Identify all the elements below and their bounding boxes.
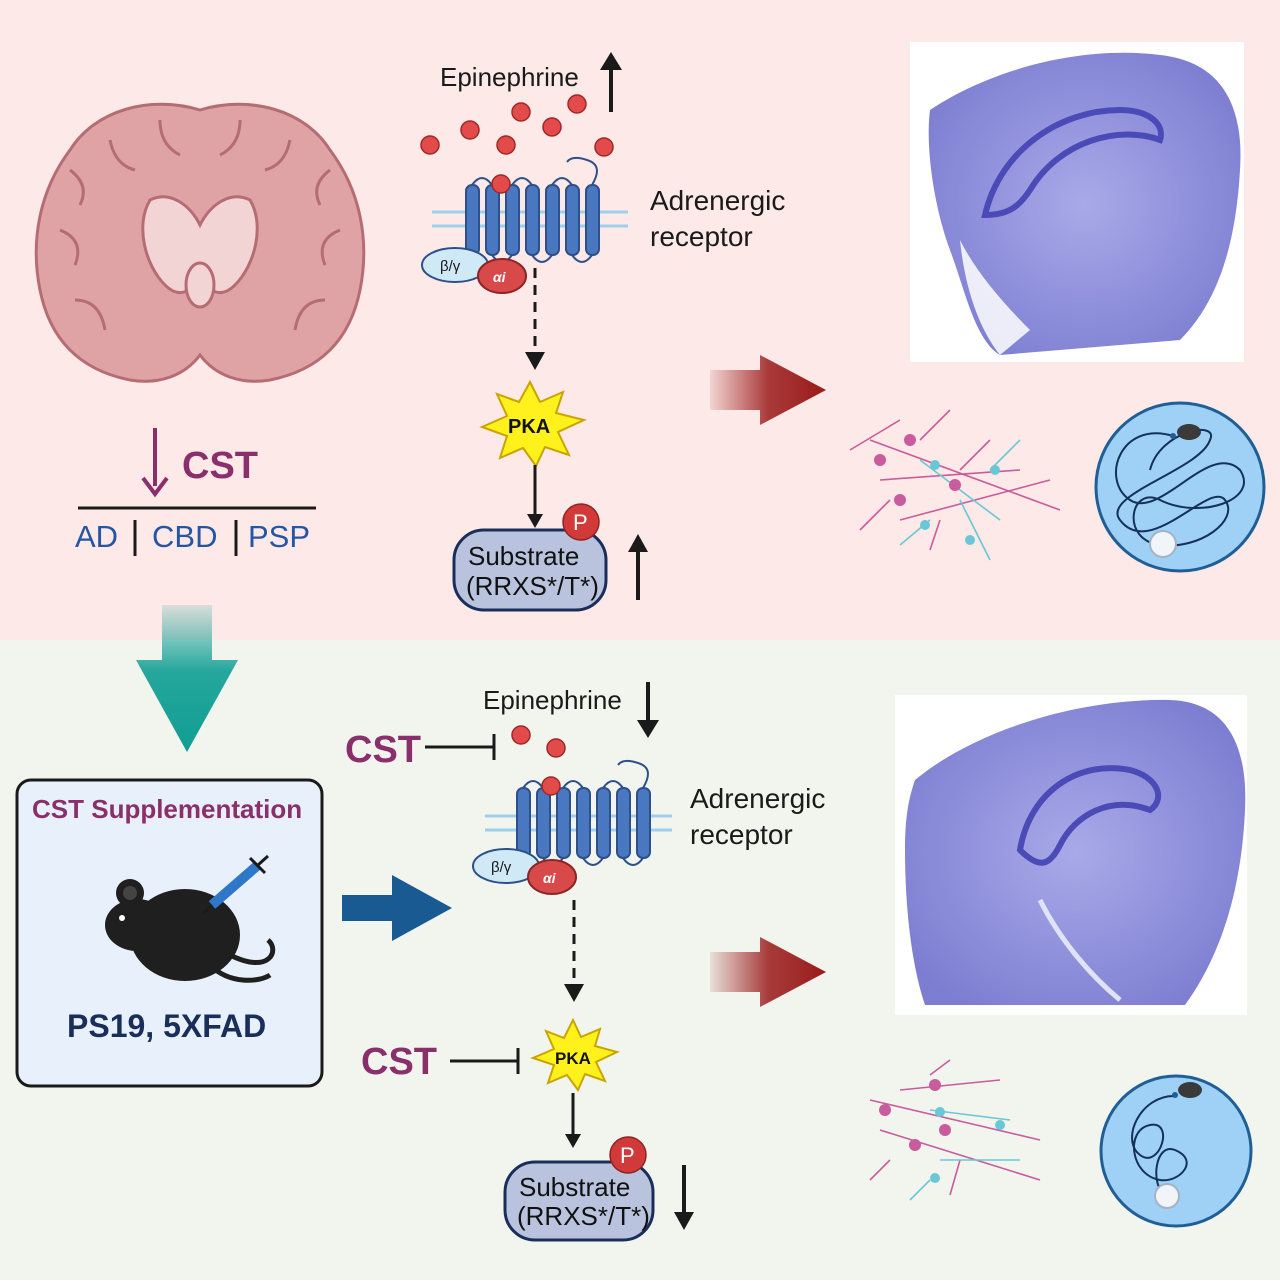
dashed-arrowhead-top — [525, 352, 545, 370]
phospho-badge-bottom — [609, 1136, 647, 1174]
epinephrine-label-top: Epinephrine — [440, 62, 579, 92]
epinephrine-molecules-bottom — [511, 725, 566, 758]
substrate-down-arrowhead — [674, 1212, 694, 1230]
cst-inhibitor-label-2: CST — [361, 1041, 437, 1083]
disease-ad: AD — [75, 519, 118, 554]
receptor-label-bottom-2: receptor — [690, 819, 793, 850]
blue-right-arrow — [342, 875, 452, 941]
gai-label-bottom: αi — [543, 870, 557, 886]
disease-cbd: CBD — [152, 519, 217, 554]
neuron-cluster-icon-top — [849, 409, 1061, 561]
gbg-label-bottom: β/γ — [491, 859, 512, 876]
neuron-cluster-icon-bottom — [869, 1059, 1041, 1201]
substrate-label-bottom-1: Substrate — [519, 1172, 630, 1202]
epinephrine-down-arrowhead — [637, 720, 659, 738]
substrate-box-top — [452, 528, 608, 612]
cst-inhibitor-label-1: CST — [345, 729, 421, 771]
pka-burst-bottom — [530, 1017, 620, 1092]
cst-supplementation-title: CST Supplementation — [32, 794, 302, 824]
adrenergic-receptor-top — [432, 156, 628, 263]
mouse-models-label: PS19, 5XFAD — [67, 1008, 266, 1044]
brain-section-icon — [34, 102, 366, 383]
red-right-arrow-top — [710, 355, 826, 425]
gbg-label-top: β/γ — [440, 258, 461, 275]
receptor-label-bottom-1: Adrenergic — [690, 783, 825, 814]
disease-psp: PSP — [248, 519, 310, 554]
water-maze-icon-top — [1094, 401, 1266, 573]
pka-label-bottom: PKA — [555, 1049, 591, 1068]
g-protein-top: β/γ αi — [421, 247, 527, 294]
pka-label-top: PKA — [508, 416, 550, 438]
phospho-badge-top — [562, 503, 600, 541]
epinephrine-molecules-top — [420, 94, 614, 157]
substrate-label-top-1: Substrate — [468, 541, 579, 571]
dashed-arrowhead-bottom — [564, 984, 584, 1002]
cst-label-top: CST — [182, 445, 258, 487]
epinephrine-up-arrowhead — [600, 52, 622, 70]
histology-section-bottom — [895, 695, 1247, 1015]
mouse-syringe-icon — [105, 854, 276, 983]
histology-section-top — [910, 42, 1244, 362]
phospho-label-top: P — [573, 510, 588, 535]
phospho-label-bottom: P — [620, 1143, 635, 1168]
cst-down-arrow-head — [141, 476, 169, 498]
red-right-arrow-bottom — [710, 937, 826, 1007]
epinephrine-label-bottom: Epinephrine — [483, 685, 622, 715]
pka-to-substrate-arrowhead-top — [527, 514, 543, 528]
substrate-label-bottom-2: (RRXS*/T*) — [517, 1201, 650, 1231]
adrenergic-receptor-bottom — [485, 759, 672, 866]
receptor-label-top-2: receptor — [650, 221, 753, 252]
g-protein-bottom: β/γ αi — [472, 848, 577, 895]
substrate-up-arrowhead — [628, 534, 648, 552]
gai-label-top: αi — [493, 269, 507, 285]
water-maze-icon-bottom — [1099, 1074, 1253, 1228]
pka-to-substrate-arrowhead-bottom — [565, 1134, 581, 1148]
teal-down-arrow — [136, 605, 238, 752]
substrate-label-top-2: (RRXS*/T*) — [466, 571, 599, 601]
substrate-box-bottom — [503, 1160, 655, 1242]
receptor-label-top-1: Adrenergic — [650, 185, 785, 216]
